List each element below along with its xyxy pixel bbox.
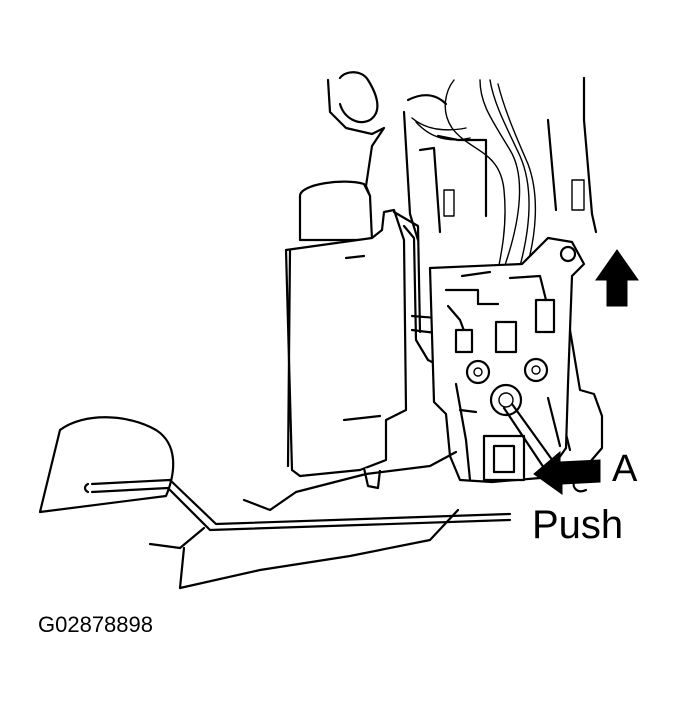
part-a-label: A (612, 448, 638, 490)
pump-bracket-frame (326, 71, 604, 464)
arrow-left-icon (533, 450, 601, 495)
float-arm (38, 416, 512, 590)
wiring-harness (411, 79, 537, 325)
push-label: Push (532, 503, 624, 547)
arrow-up-icon (595, 249, 639, 307)
figure-id-label: G02878898 (38, 612, 153, 637)
sender-gauge-plate (428, 236, 586, 484)
